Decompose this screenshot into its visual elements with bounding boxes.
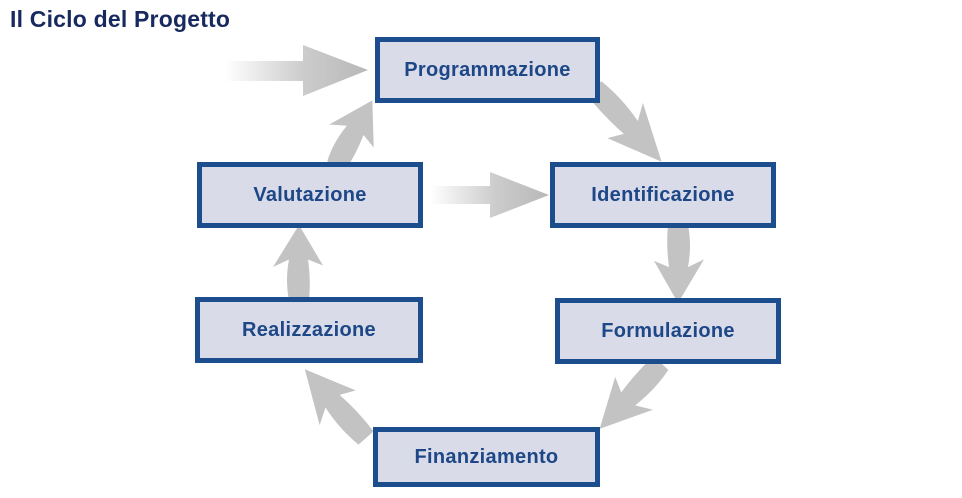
stage-box-programmazione: Programmazione: [375, 37, 600, 103]
stage-label-programmazione: Programmazione: [404, 58, 571, 81]
arrow-realizzazione-to-valutazione: [273, 225, 323, 300]
stage-box-finanziamento: Finanziamento: [373, 427, 600, 487]
entry-arrow-to-programmazione: [225, 45, 368, 96]
stage-label-finanziamento: Finanziamento: [414, 445, 559, 468]
stage-label-valutazione: Valutazione: [253, 183, 367, 206]
arrow-identificazione-to-formulazione: [654, 225, 704, 303]
arrow-finanziamento-to-realizzazione: [285, 353, 384, 456]
stage-label-realizzazione: Realizzazione: [242, 318, 376, 341]
stage-box-valutazione: Valutazione: [197, 162, 423, 228]
stage-label-identificazione: Identificazione: [591, 183, 735, 206]
stage-box-formulazione: Formulazione: [555, 298, 781, 364]
arrow-valutazione-to-identificazione: [430, 172, 549, 218]
stage-box-identificazione: Identificazione: [550, 162, 776, 228]
stage-label-formulazione: Formulazione: [601, 319, 735, 342]
stage-box-realizzazione: Realizzazione: [195, 297, 423, 363]
page-title: Il Ciclo del Progetto: [10, 6, 231, 32]
